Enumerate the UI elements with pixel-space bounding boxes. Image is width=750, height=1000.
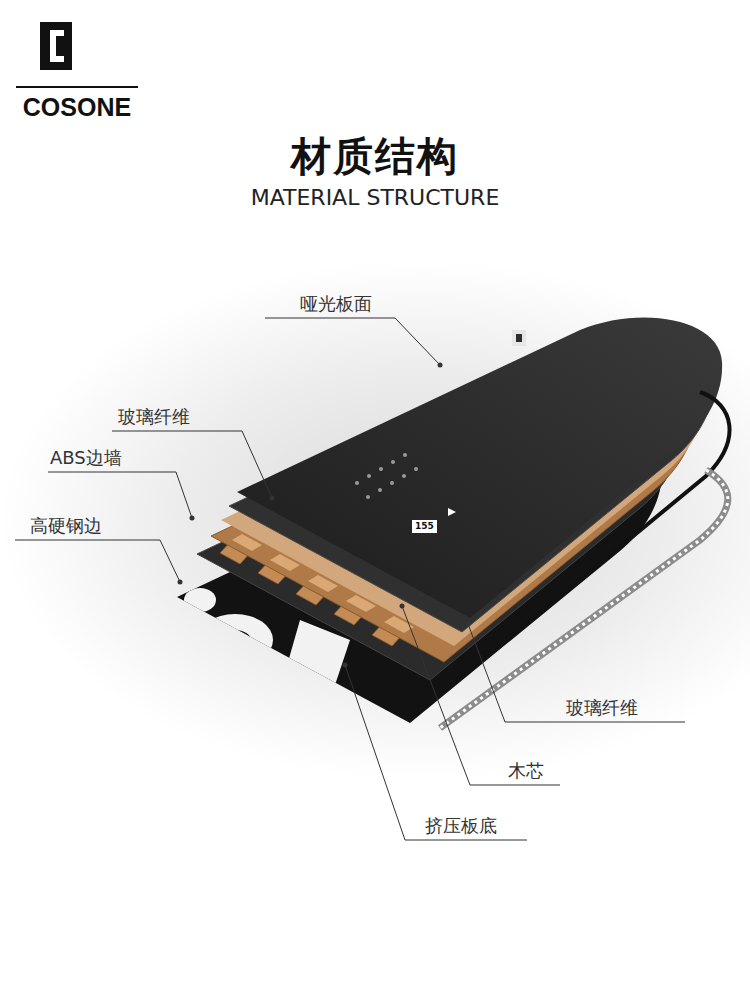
steel-edge <box>440 470 728 728</box>
leader-lines <box>15 318 685 840</box>
leader-dots <box>178 363 471 668</box>
part-label: 玻璃纤维 <box>566 696 638 720</box>
logo-mark <box>16 22 138 88</box>
subtitle: MATERIAL STRUCTURE <box>0 184 750 212</box>
direction-mark <box>448 508 456 516</box>
part-label: 高硬钢边 <box>30 514 102 538</box>
part-label: 哑光板面 <box>300 292 372 316</box>
brand-name: COSONE <box>16 92 138 122</box>
size-sticker: 155 <box>412 520 437 533</box>
abs-sidewall <box>500 392 730 646</box>
part-label: 木芯 <box>508 759 544 783</box>
title: 材质结构 <box>0 132 750 180</box>
part-label: 挤压板底 <box>425 814 497 838</box>
part-label: 玻璃纤维 <box>118 405 190 429</box>
tip-logo <box>512 330 526 346</box>
backdrop-shadow <box>0 260 750 780</box>
part-label: ABS边墙 <box>50 446 122 470</box>
insert-holes <box>355 453 418 499</box>
